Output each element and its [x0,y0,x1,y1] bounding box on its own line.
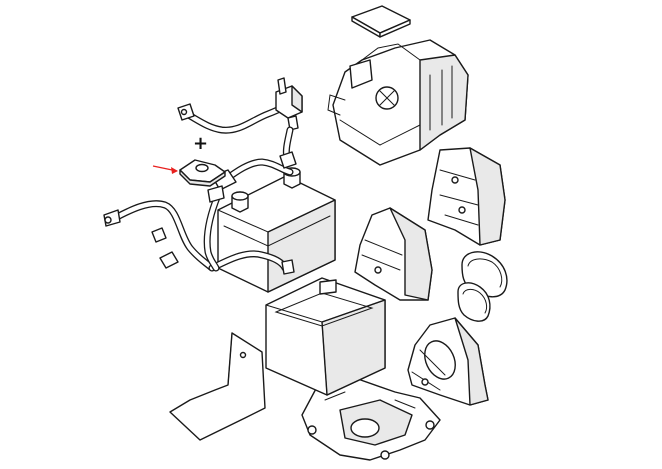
oval-cover-small [457,282,491,322]
floor-insulation-panel [169,332,266,441]
battery-box-housing [327,39,469,166]
upper-mounting-bracket [427,147,506,246]
battery [217,167,336,293]
middle-mounting-bracket [354,207,433,301]
base-tray-plate [301,377,441,461]
positive-symbol: + [193,133,209,154]
lower-mounting-bracket [407,317,489,406]
positive-terminal-cable [203,158,294,272]
positive-terminal-cover [179,159,226,187]
negative-cable [103,200,295,275]
battery-cover-lid [351,5,411,38]
red-indicator-arrow [152,165,178,174]
main-power-cable [177,77,303,169]
battery-tray-box [265,277,386,396]
